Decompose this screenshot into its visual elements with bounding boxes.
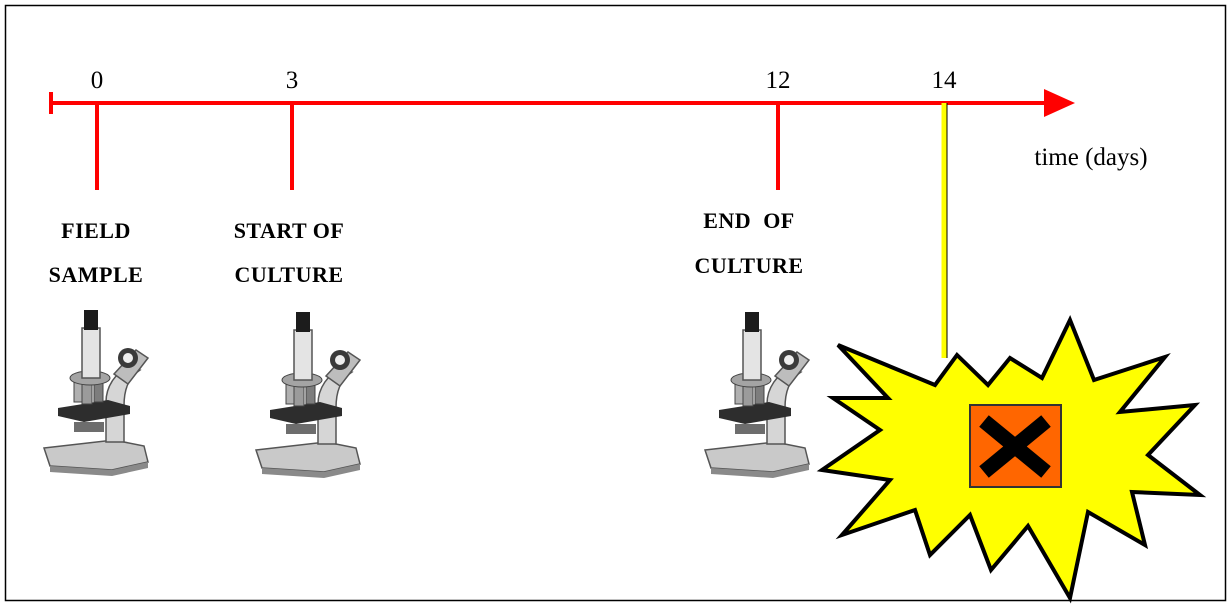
event-label-field-sample-line2: SAMPLE [49,262,144,287]
tick-label-0: 0 [91,67,104,94]
tick-label-3: 3 [286,67,299,94]
axis-arrowhead [1044,89,1075,117]
event-label-start-culture-line1: START OF [234,218,345,243]
event-label-end-culture-line2: CULTURE [694,253,803,278]
event-label-end-culture-line1: END OF [703,208,795,233]
time-axis [49,89,1075,117]
tick-label-14: 14 [932,67,958,94]
hazard-explosion-icon [816,315,1207,604]
event-label-field-sample-line1: FIELD [61,218,131,243]
cross-mark-icon [979,415,1051,478]
axis-unit-label: time (days) [1034,144,1147,171]
tick-label-12: 12 [766,67,791,94]
event-label-start-culture-line2: CULTURE [234,262,343,287]
